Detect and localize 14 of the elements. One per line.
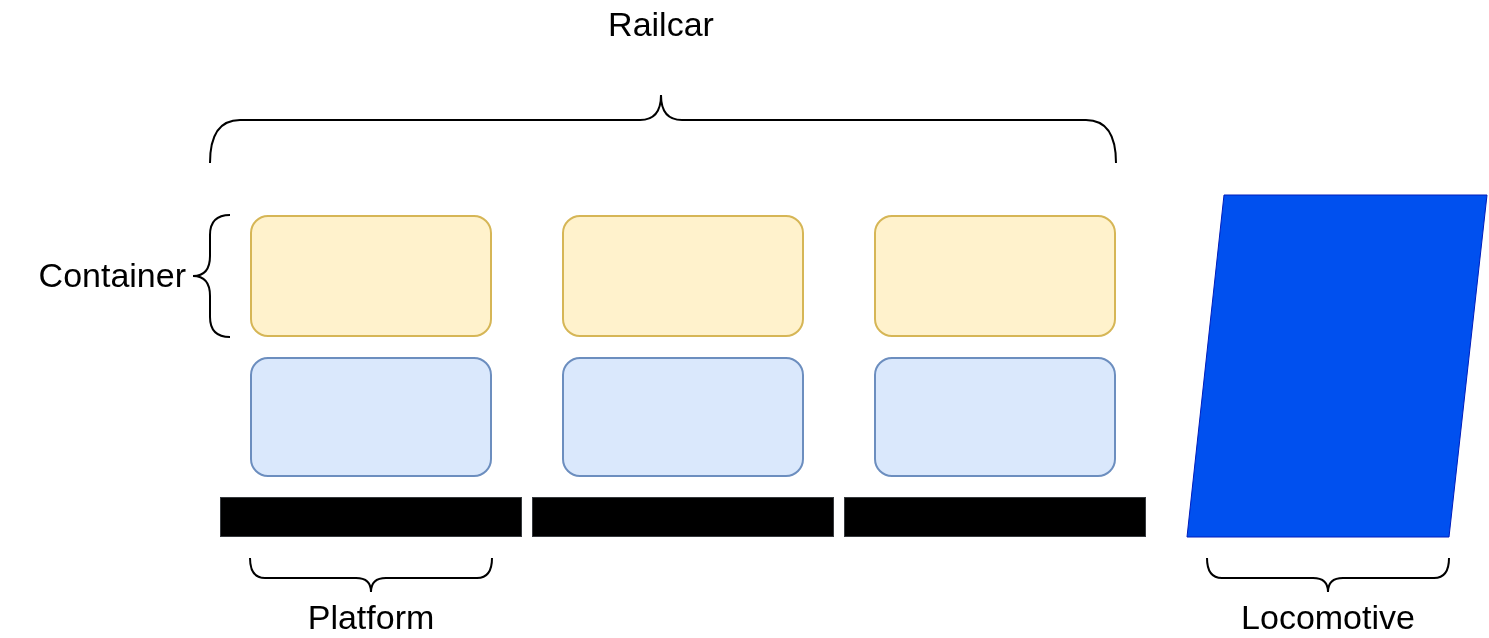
railcar-box (250, 357, 492, 477)
container-box (874, 215, 1116, 337)
bracket-label: Container (38, 256, 186, 296)
railcar-box (562, 357, 804, 477)
bracket-label: Locomotive (1241, 598, 1415, 638)
container-box (562, 215, 804, 337)
locomotive-shape (1187, 195, 1487, 537)
platform-bar (532, 497, 834, 537)
railcar-box (874, 357, 1116, 477)
platform-bar (844, 497, 1146, 537)
platform-bar (220, 497, 522, 537)
bracket-label: Platform (307, 598, 435, 638)
bracket-label: Railcar (608, 5, 714, 45)
container-box (250, 215, 492, 337)
